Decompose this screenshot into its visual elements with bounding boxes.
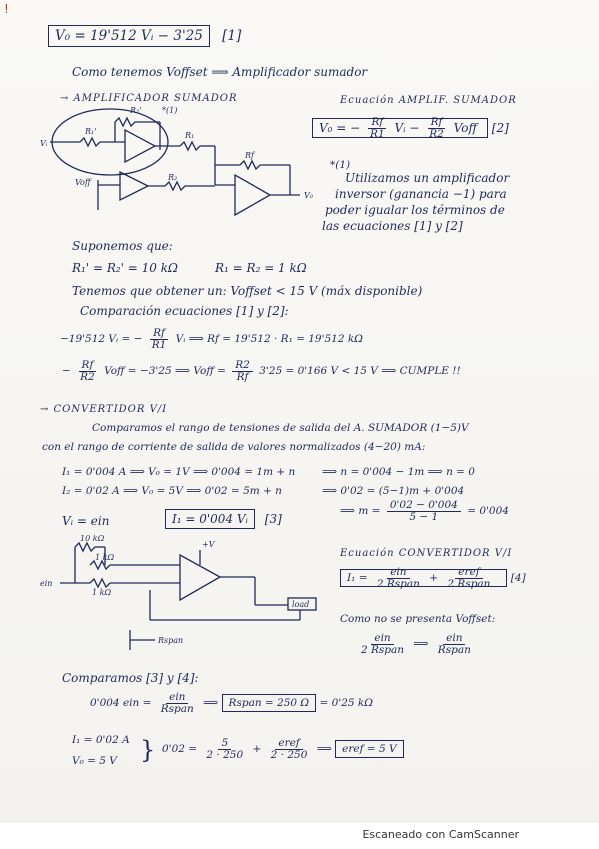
text-line-1: Utilizamos un amplificador — [345, 171, 510, 185]
label-vi: Vᵢ — [40, 139, 48, 148]
equation-2-tag: [2] — [491, 120, 509, 135]
label-10k: 10 kΩ — [80, 535, 105, 543]
equation-3-tag: [3] — [264, 512, 282, 526]
label-star: *(1) — [162, 106, 177, 115]
summing-amplifier-circuit: R₂' *(1) R₁' Vᵢ R₁ Rf Voff R₂ V₀ — [40, 106, 314, 217]
equation-1: V₀ = 19'512 Vᵢ − 3'25 [1] — [48, 25, 242, 47]
load-box — [287, 597, 317, 611]
opamp-inverter — [124, 128, 157, 164]
label-r1: R₁ — [184, 131, 194, 140]
convertidor-text-1: Comparamos el rango de tensiones de sali… — [92, 422, 469, 434]
suponemos-values-2: R₁ = R₂ = 1 kΩ — [215, 261, 307, 275]
label-r2: R₂ — [167, 173, 177, 182]
current-2-result: ⟹ 0'02 = (5−1)m + 0'004 — [322, 485, 465, 497]
comparamos-3-4: Comparamos [3] y [4]: — [62, 671, 199, 685]
equation-1-tag: [1] — [222, 28, 242, 44]
final-voltage: V₀ = 5 V — [72, 755, 117, 767]
label-r1p: R₁' — [84, 127, 96, 136]
label-rspan: Rspan — [157, 636, 183, 645]
scanner-watermark: Escaneado con CamScanner — [362, 828, 519, 841]
resistor-1k-bottom — [89, 577, 111, 589]
no-offset-note: Como no se presenta Voffset: — [340, 613, 496, 625]
resistor-rf — [239, 159, 261, 171]
suponemos: Suponemos que: — [72, 239, 173, 253]
opamp-buffer — [119, 170, 150, 202]
label-r2p: R₂' — [129, 106, 141, 115]
eref-result-box: eref = 5 V — [335, 740, 404, 758]
label-vo: V₀ — [304, 191, 314, 200]
voffset-note: Como tenemos Voffset ⟹ Amplificador suma… — [72, 65, 368, 79]
label-vplus: +V — [202, 540, 216, 549]
text-line-4: las ecuaciones [1] y [2] — [322, 219, 463, 233]
vi-converter-circuit: 10 kΩ 1 kΩ ein 1 kΩ +V Rspan load — [40, 535, 317, 650]
text-line-3: poder igualar los términos de — [325, 203, 505, 217]
star-mark: *(1) — [330, 159, 351, 171]
equation-4-tag: [4] — [510, 572, 526, 584]
resistor-10k — [74, 541, 96, 553]
scanner-footer: Escaneado con CamScanner — [0, 821, 599, 849]
equation-title-convertidor: Ecuación CONVERTIDOR V/I — [340, 548, 513, 559]
opamp-summing — [234, 173, 272, 217]
text-line-2: inversor (ganancia −1) para — [335, 187, 507, 201]
resistor-r2p — [114, 116, 136, 128]
label-1k-top: 1 kΩ — [95, 553, 114, 562]
rspan-result-box: Rspan = 250 Ω — [221, 694, 317, 712]
comparacion-ecuaciones: Comparación ecuaciones [1] y [2]: — [80, 304, 289, 318]
suponemos-values-1: R₁' = R₂' = 10 kΩ — [72, 261, 178, 275]
resistor-1k-top — [89, 559, 111, 571]
equation-1-box: V₀ = 19'512 Vᵢ − 3'25 — [48, 25, 210, 47]
label-voff: Voff — [75, 178, 92, 187]
label-ein: ein — [40, 579, 52, 588]
current-1: I₁ = 0'004 A ⟹ V₀ = 1V ⟹ 0'004 = 1m + n — [62, 466, 296, 478]
brace: } — [140, 736, 156, 764]
current-2: I₂ = 0'02 A ⟹ V₀ = 5V ⟹ 0'02 = 5m + n — [62, 485, 282, 497]
equation-3-box: I₁ = 0'004 Vᵢ — [165, 509, 255, 529]
resistor-r1p — [79, 136, 101, 148]
label-load: load — [292, 600, 309, 609]
resistor-r2 — [164, 180, 186, 192]
label-rf: Rf — [244, 151, 256, 160]
convertidor-text-2: con el rango de corriente de salida de v… — [42, 441, 426, 453]
label-1k-bottom: 1 kΩ — [92, 588, 111, 597]
vi-equals-ein: Vᵢ = ein — [62, 514, 110, 528]
opamp-converter — [179, 553, 222, 602]
corner-mark: ! — [4, 2, 9, 16]
current-1-result: ⟹ n = 0'004 − 1m ⟹ n = 0 — [322, 466, 475, 478]
resistor-r1 — [179, 140, 201, 152]
obtener-voffset: Tenemos que obtener un: Voffset < 15 V (… — [72, 284, 423, 298]
section-amplificador-sumador: → AMPLIFICADOR SUMADOR — [60, 93, 238, 104]
equation-3: I₁ = 0'004 Vᵢ [3] — [165, 509, 282, 529]
equation-title-sumador: Ecuación AMPLIF. SUMADOR — [340, 95, 517, 106]
section-convertidor: → CONVERTIDOR V/I — [40, 404, 168, 415]
final-current: I₁ = 0'02 A — [72, 734, 130, 746]
